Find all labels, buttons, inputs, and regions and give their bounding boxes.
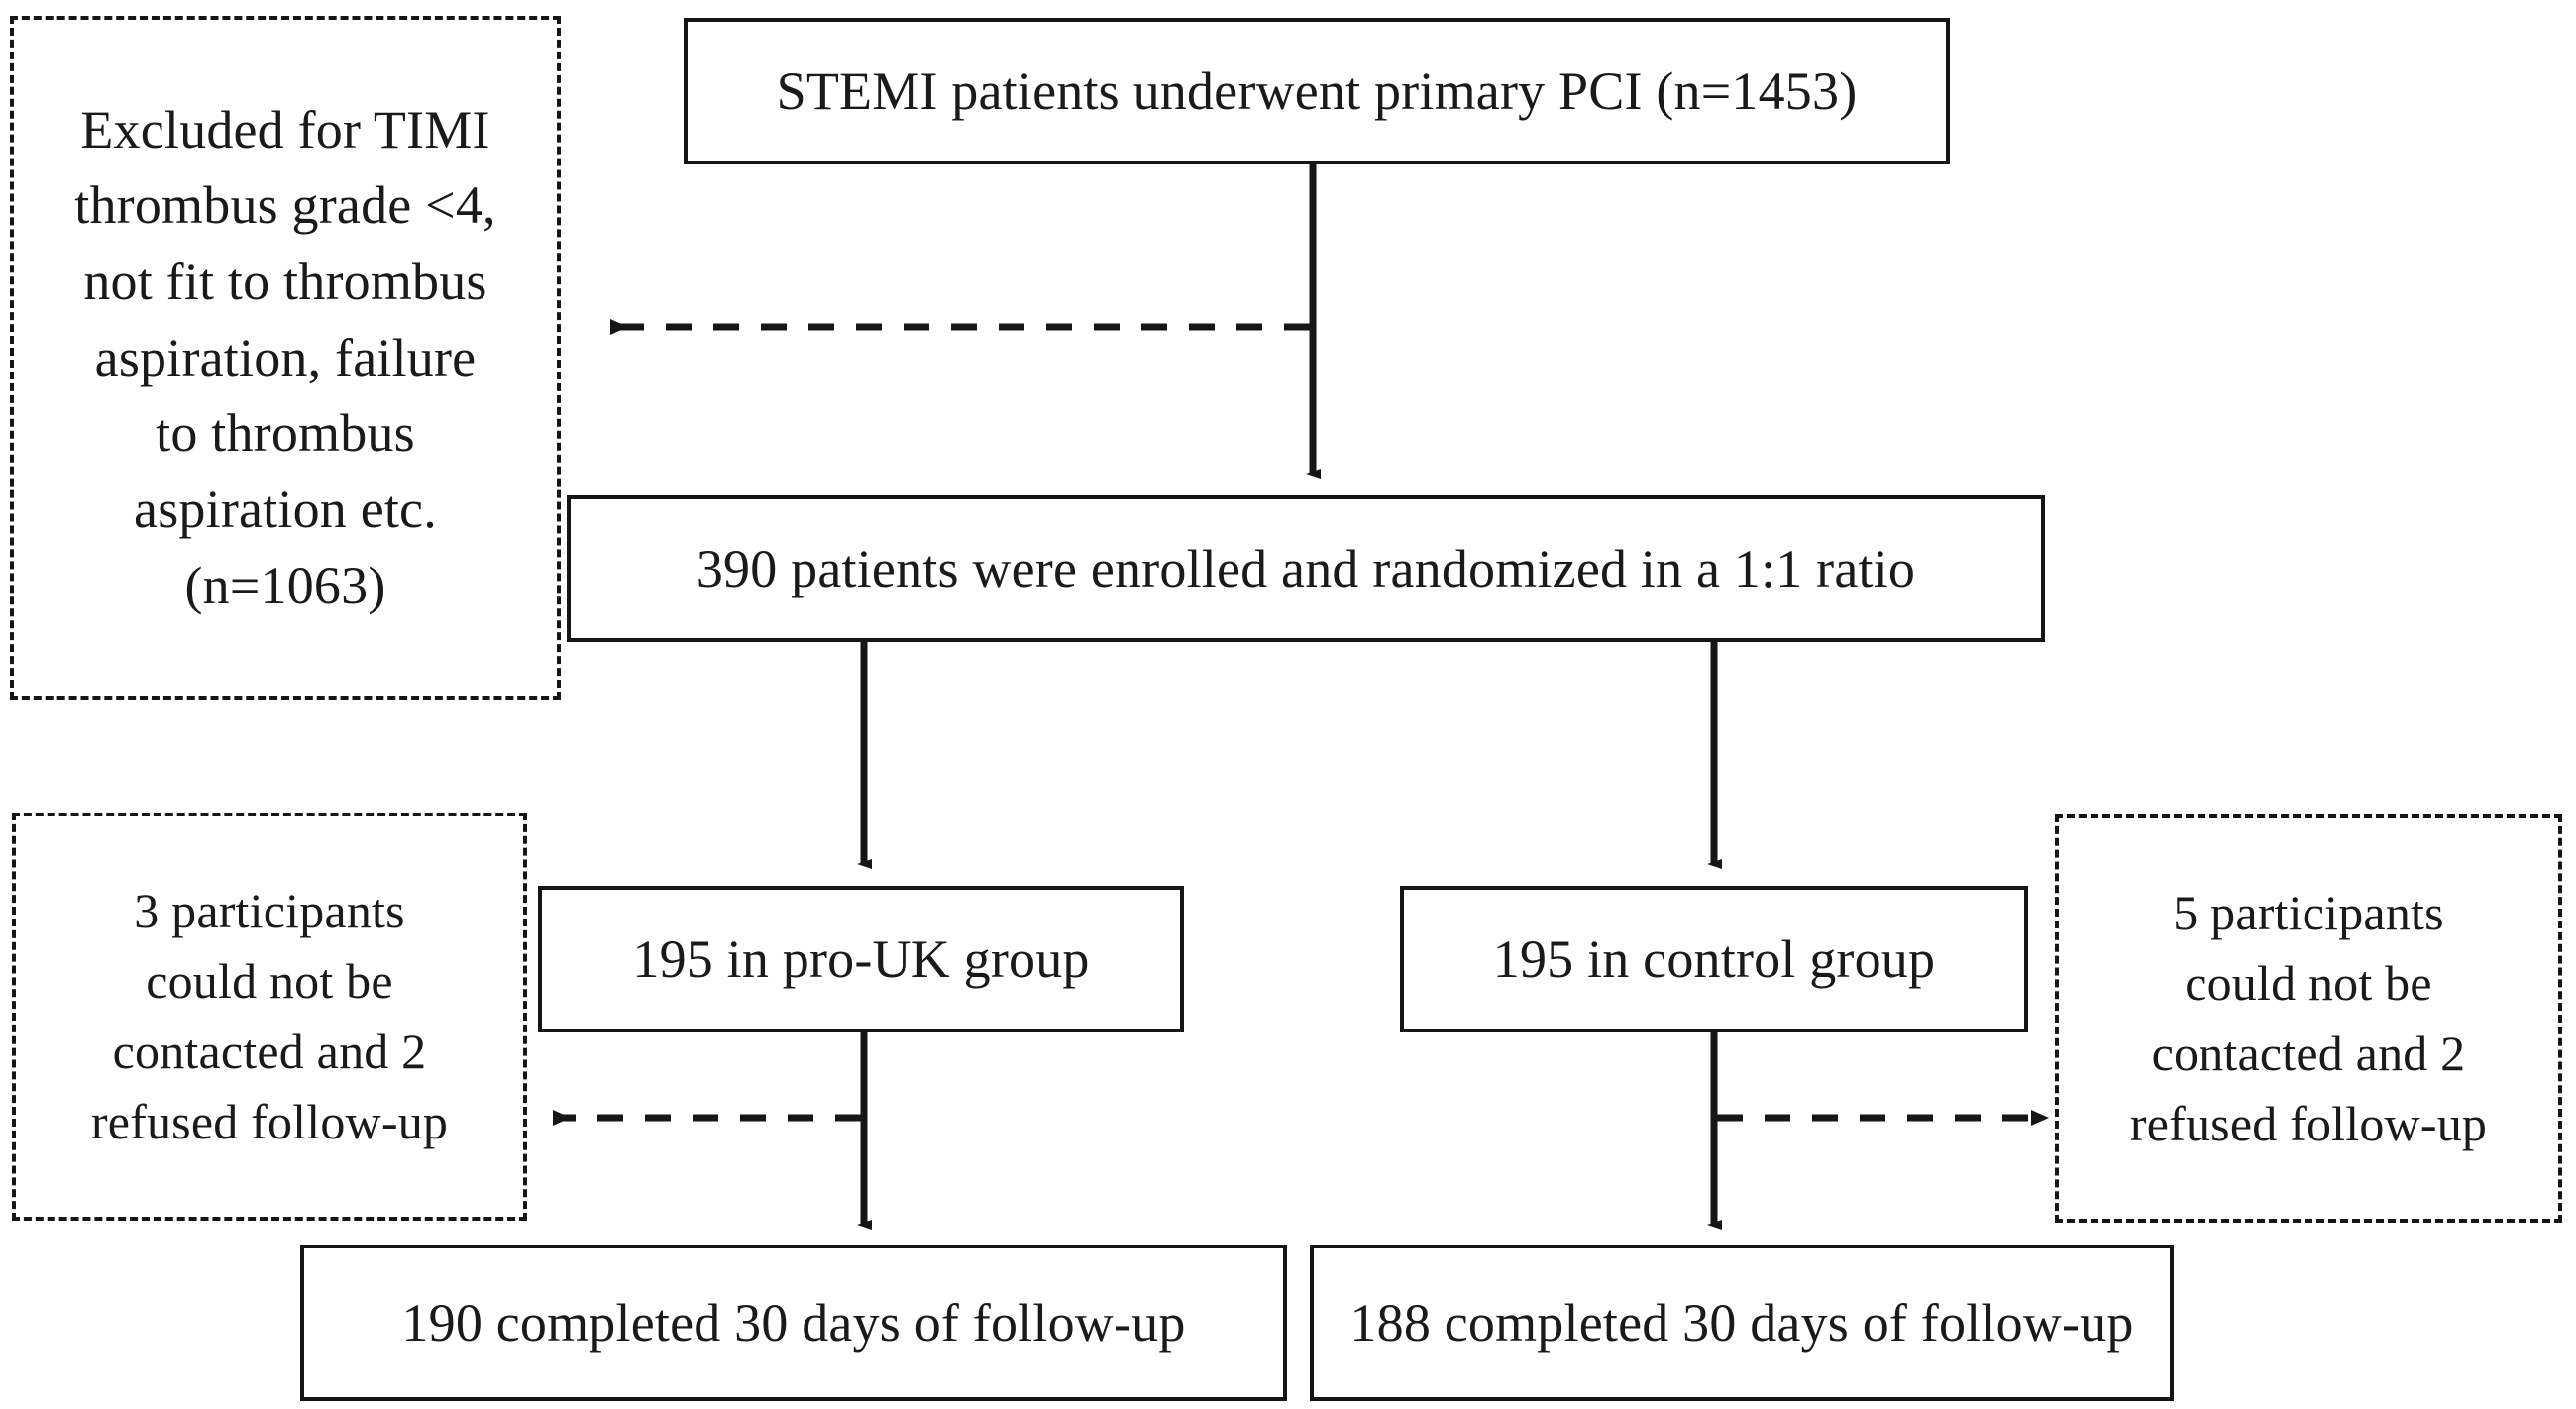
node-screened-population-text: STEMI patients underwent primary PCI (n=… <box>776 60 1858 121</box>
node-randomized-population: 390 patients were enrolled and randomize… <box>567 495 2045 642</box>
node-screened-population: STEMI patients underwent primary PCI (n=… <box>684 18 1950 164</box>
node-arm-pro-uk-text: 195 in pro-UK group <box>632 928 1090 989</box>
node-outcome-control: 188 completed 30 days of follow-up <box>1310 1245 2174 1401</box>
node-outcome-pro-uk: 190 completed 30 days of follow-up <box>300 1245 1287 1401</box>
node-excluded-reasons: Excluded for TIMI thrombus grade <4, not… <box>10 16 561 700</box>
node-lost-to-followup-left-text: 3 participants could not be contacted an… <box>90 883 449 1149</box>
node-lost-to-followup-left: 3 participants could not be contacted an… <box>12 813 527 1221</box>
node-outcome-control-text: 188 completed 30 days of follow-up <box>1349 1292 2134 1353</box>
node-outcome-pro-uk-text: 190 completed 30 days of follow-up <box>401 1292 1186 1353</box>
node-arm-control-text: 195 in control group <box>1492 928 1936 989</box>
node-lost-to-followup-right-text: 5 participants could not be contacted an… <box>2129 885 2488 1151</box>
node-randomized-population-text: 390 patients were enrolled and randomize… <box>696 538 1916 598</box>
node-excluded-reasons-text: Excluded for TIMI thrombus grade <4, not… <box>74 99 496 615</box>
node-arm-pro-uk: 195 in pro-UK group <box>538 886 1184 1032</box>
node-lost-to-followup-right: 5 participants could not be contacted an… <box>2055 814 2562 1223</box>
node-arm-control: 195 in control group <box>1400 886 2028 1032</box>
